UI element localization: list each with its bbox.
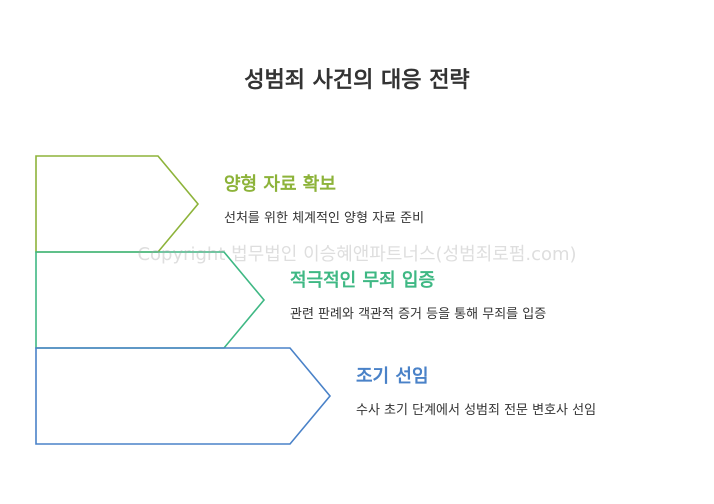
- step-3-title: 조기 선임: [356, 366, 429, 387]
- step-1-description: 선처를 위한 체계적인 양형 자료 준비: [224, 211, 425, 226]
- step-2-title: 적극적인 무죄 입증: [290, 270, 436, 291]
- step-3-description: 수사 초기 단계에서 성범죄 전문 변호사 선임: [356, 403, 597, 418]
- step-1-title: 양형 자료 확보: [224, 174, 336, 195]
- step-arrow-2: [35, 251, 266, 349]
- step-arrow-1: [35, 155, 200, 253]
- diagram-title: 성범죄 사건의 대응 전략: [244, 68, 470, 93]
- watermark: Copyright 법무법인 이승혜앤파트너스(성범죄로펌.com): [137, 244, 577, 265]
- step-2-description: 관련 판례와 객관적 증거 등을 통해 무죄를 입증: [290, 307, 547, 322]
- step-arrow-3: [35, 347, 332, 445]
